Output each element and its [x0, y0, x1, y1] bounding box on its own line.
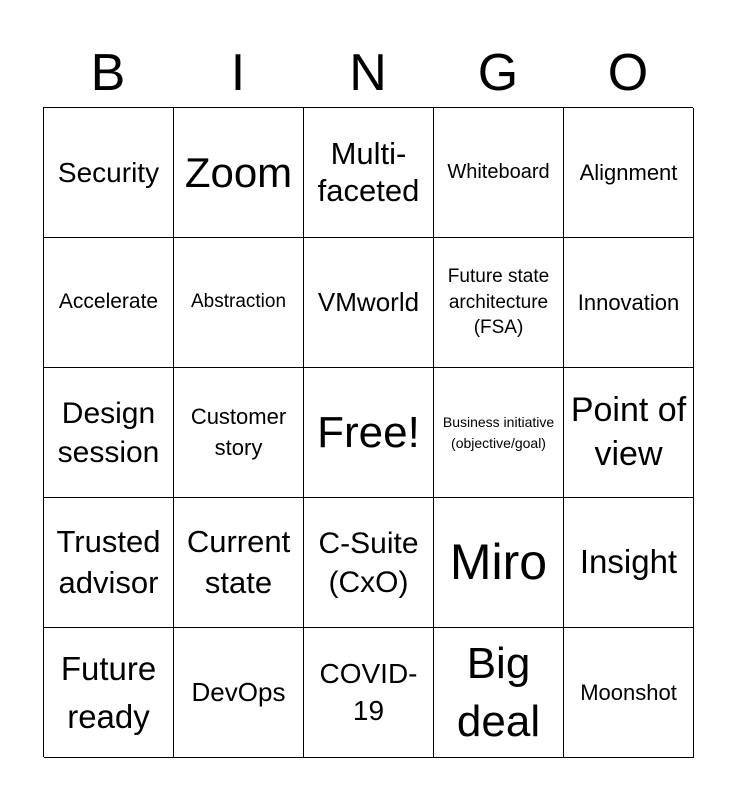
bingo-cell[interactable]: Moonshot	[564, 628, 694, 758]
bingo-cell[interactable]: Big deal	[434, 628, 564, 758]
bingo-cell[interactable]: Miro	[434, 498, 564, 628]
header-letter-g: G	[477, 44, 519, 102]
bingo-cell[interactable]: Point of view	[564, 368, 694, 498]
bingo-cell[interactable]: Alignment	[564, 108, 694, 238]
bingo-cell[interactable]: COVID-19	[304, 628, 434, 758]
bingo-cell[interactable]: Business initiative (objective/goal)	[434, 368, 564, 498]
bingo-cell[interactable]: Insight	[564, 498, 694, 628]
bingo-cell[interactable]: Abstraction	[174, 238, 304, 368]
bingo-cell[interactable]: Design session	[44, 368, 174, 498]
bingo-cell[interactable]: Multi-faceted	[304, 108, 434, 238]
bingo-cell[interactable]: Free!	[304, 368, 434, 498]
bingo-cell[interactable]: C-Suite (CxO)	[304, 498, 434, 628]
header-letter-o: O	[607, 44, 649, 102]
bingo-cell[interactable]: Current state	[174, 498, 304, 628]
bingo-cell[interactable]: DevOps	[174, 628, 304, 758]
bingo-cell[interactable]: Security	[44, 108, 174, 238]
bingo-cell[interactable]: Customer story	[174, 368, 304, 498]
bingo-cell[interactable]: Accelerate	[44, 238, 174, 368]
bingo-cell[interactable]: Innovation	[564, 238, 694, 368]
header-letter-b: B	[90, 44, 126, 102]
bingo-header: B I N G O	[43, 40, 693, 106]
bingo-cell[interactable]: VMworld	[304, 238, 434, 368]
bingo-cell[interactable]: Future state architecture (FSA)	[434, 238, 564, 368]
bingo-cell[interactable]: Whiteboard	[434, 108, 564, 238]
bingo-grid: Security Zoom Multi-faceted Whiteboard A…	[43, 107, 694, 758]
bingo-cell[interactable]: Trusted advisor	[44, 498, 174, 628]
bingo-cell[interactable]: Future ready	[44, 628, 174, 758]
bingo-cell[interactable]: Zoom	[174, 108, 304, 238]
header-letter-i: I	[230, 44, 246, 102]
header-letter-n: N	[349, 44, 387, 102]
